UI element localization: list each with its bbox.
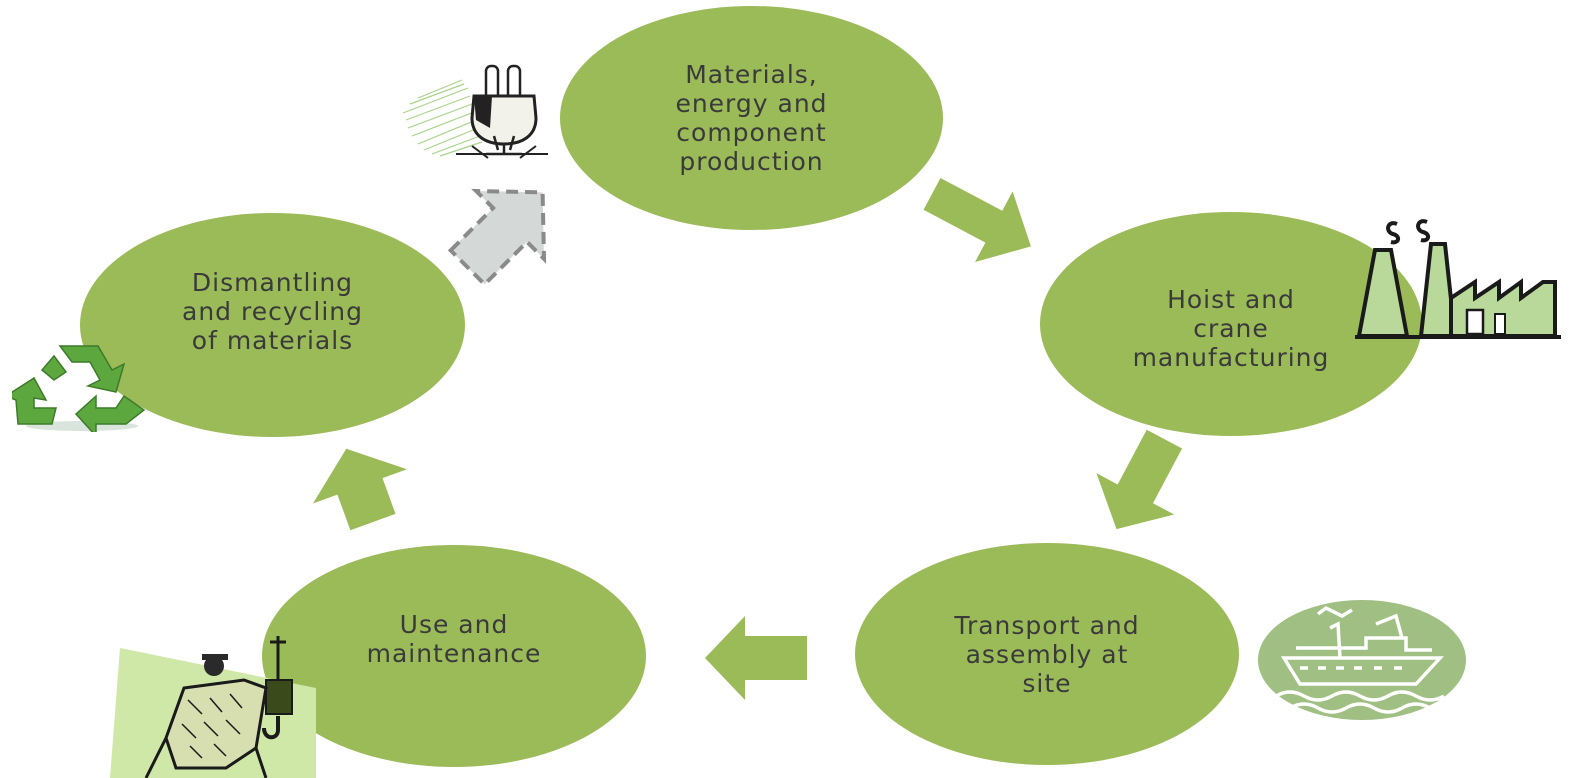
node-label-manufacturing: Hoist and crane manufacturing	[1132, 284, 1330, 372]
arrow-recycling-to-materials	[447, 188, 547, 288]
node-recycling: Dismantling and recycling of materials	[80, 213, 465, 437]
node-materials: Materials, energy and component producti…	[560, 6, 943, 230]
power-plug-icon	[402, 64, 548, 159]
node-transport: Transport and assembly at site	[855, 543, 1239, 765]
node-use: Use and maintenance	[262, 545, 646, 767]
factory-icon	[1355, 219, 1561, 339]
ship-icon	[1258, 600, 1466, 720]
node-label-materials: Materials, energy and component producti…	[675, 60, 828, 176]
recycle-icon	[12, 345, 146, 432]
node-label-recycling: Dismantling and recycling of materials	[182, 267, 363, 355]
arrow-transport-to-use	[705, 616, 807, 700]
arrow-manufacturing-to-transport	[1096, 429, 1183, 530]
node-label-transport: Transport and assembly at site	[954, 610, 1140, 698]
arrow-use-to-recycling	[312, 448, 407, 531]
worker-hoist-icon	[110, 636, 316, 778]
node-label-use: Use and maintenance	[366, 610, 542, 668]
node-manufacturing: Hoist and crane manufacturing	[1040, 212, 1422, 436]
arrow-materials-to-manufacturing	[923, 177, 1031, 263]
